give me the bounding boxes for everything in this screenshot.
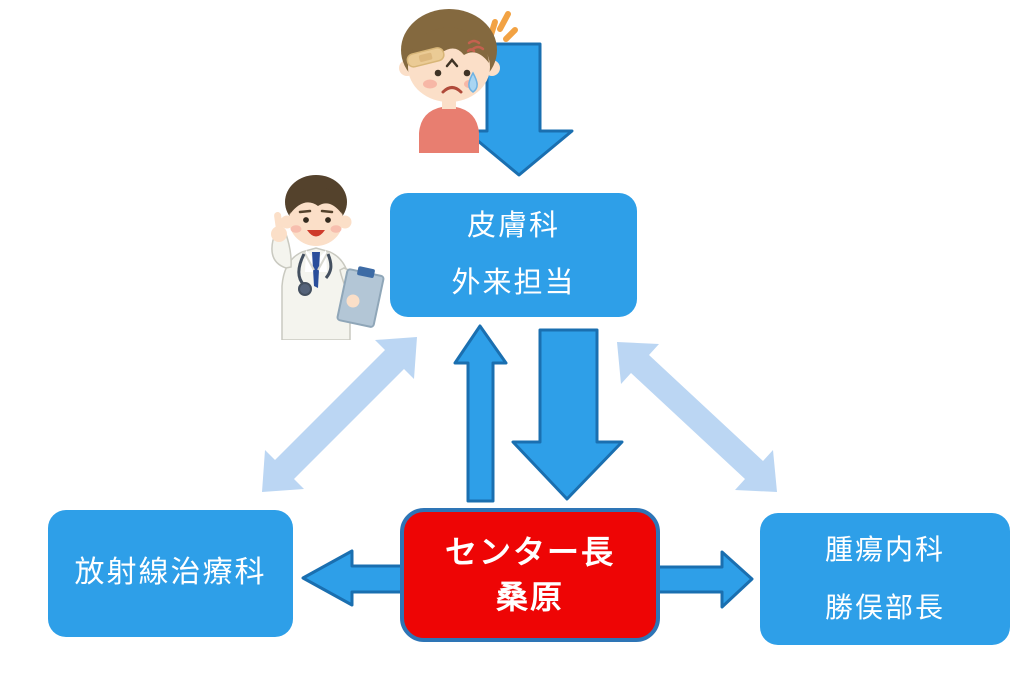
arrow-dermatology-radiation-twoway: [262, 337, 417, 492]
arrow-center-to-oncology: [653, 550, 754, 609]
doctor-illustration: [271, 175, 385, 340]
arrow-center-to-radiation: [301, 549, 407, 607]
node-oncology-line1: 腫瘍内科: [824, 534, 945, 566]
node-oncology-line2: 勝俣部長: [824, 591, 945, 623]
node-center-line1: センター長: [444, 534, 615, 571]
clipboard-icon: [336, 266, 385, 328]
pointing-hand: [271, 211, 287, 242]
bruise-icon: [466, 39, 485, 53]
node-oncology: 腫瘍内科 勝俣部長: [760, 513, 1010, 645]
node-radiation-therapy: 放射線治療科: [48, 510, 293, 637]
child-head: [399, 9, 500, 102]
patient-illustration: [399, 9, 518, 153]
arrow-dermatology-oncology-twoway: [617, 342, 777, 492]
tear-icon: [468, 71, 478, 93]
node-radiation-line1: 放射線治療科: [74, 556, 267, 590]
bandage-icon: [406, 47, 445, 68]
node-center-line2: 桑原: [495, 579, 564, 615]
node-dermatology-line2: 外来担当: [451, 266, 576, 299]
node-dermatology-line1: 皮膚科: [466, 210, 560, 243]
node-dermatology: 皮膚科 外来担当: [390, 193, 637, 317]
node-center-director: センター長 桑原: [400, 508, 660, 642]
arrow-center-to-dermatology: [453, 324, 508, 503]
arrow-dermatology-to-center: [511, 328, 624, 501]
child-body: [419, 97, 479, 153]
doctor-body: [271, 211, 385, 340]
stethoscope-icon: [297, 253, 333, 296]
arrow-patient-to-dermatology: [464, 42, 574, 177]
doctor-head: [280, 175, 352, 246]
